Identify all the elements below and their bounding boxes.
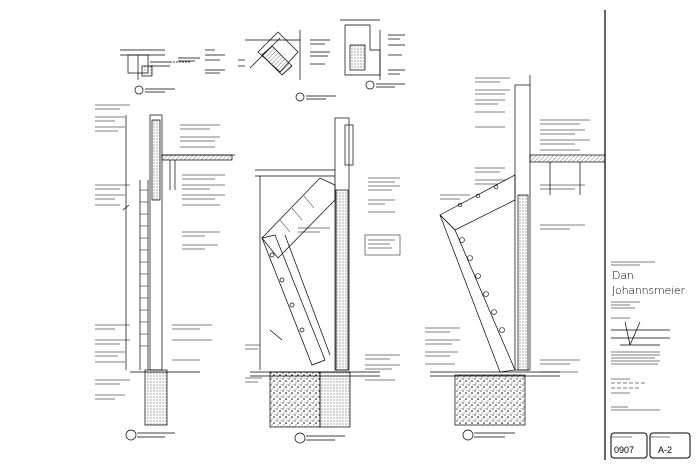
detail-top-middle <box>238 30 336 102</box>
section-middle-bracket <box>245 117 401 444</box>
sheet-number-box <box>649 432 691 459</box>
section-right-bracket <box>425 75 606 441</box>
sheet-title-text <box>611 382 645 389</box>
project-number-box <box>610 432 648 459</box>
project-number: 0907 <box>614 445 635 455</box>
architect-logo <box>611 321 670 346</box>
sheet-number: A-2 <box>658 445 673 455</box>
client-last-name: Johannsmeier <box>612 284 685 297</box>
detail-top-right <box>340 19 405 90</box>
client-first-name: Dan <box>612 269 634 282</box>
section-left-wall <box>95 104 235 441</box>
detail-top-left <box>120 49 225 95</box>
title-block <box>604 10 691 460</box>
